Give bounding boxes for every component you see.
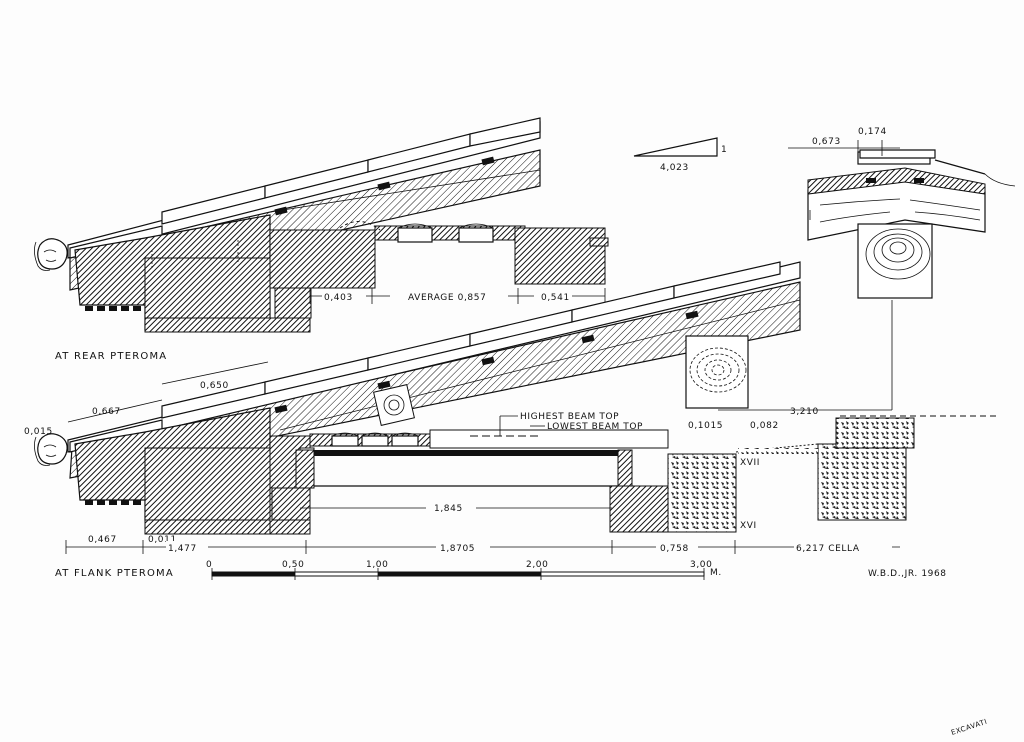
dim-0174: 0,174 — [858, 127, 887, 137]
beam-top-labels: HIGHEST BEAM TOP LOWEST BEAM TOP — [499, 412, 643, 436]
rear-pteroma-caption: AT REAR PTEROMA — [55, 351, 167, 362]
rear-dimensions: 0,403 AVERAGE 0,857 0,541 — [309, 288, 606, 304]
dim-1477: 1,477 — [168, 544, 197, 554]
slope-rise: 1 — [721, 145, 727, 155]
dim-0467: 0,467 — [88, 535, 117, 545]
flank-pteroma-section — [34, 261, 1000, 535]
excavation-stamp: EXCAVATI — [950, 718, 988, 737]
dim-0015: 0,015 — [24, 427, 53, 437]
dim-1845: 1,845 — [434, 504, 463, 514]
flank-lower-dimensions: 1,845 0,467 0,011 1,477 1,8705 0,758 6,2… — [65, 501, 900, 554]
dim-18705: 1,8705 — [440, 544, 475, 554]
dim-0011: 0,011 — [148, 535, 177, 545]
lowest-beam-top-label: LOWEST BEAM TOP — [547, 422, 643, 432]
dim-0403: 0,403 — [324, 293, 353, 303]
dim-cella: 6,217 CELLA — [796, 544, 860, 554]
scale-tick-100: 1,00 — [366, 560, 388, 570]
lion-head-flank — [34, 433, 68, 466]
lion-head-rear — [34, 238, 68, 271]
scale-tick-200: 2,00 — [526, 560, 548, 570]
scale-unit: M. — [710, 568, 722, 578]
slope-run: 4,023 — [660, 163, 689, 173]
scale-tick-300: 3,00 — [690, 560, 712, 570]
roman-xvi: XVI — [740, 521, 757, 531]
dim-0758: 0,758 — [660, 544, 689, 554]
dim-01015: 0,1015 — [688, 421, 723, 431]
scale-bar: 0 0,50 1,00 2,00 3,00 M. — [206, 560, 722, 580]
flank-upper-dimensions: 0,015 0,667 0,650 — [24, 361, 269, 437]
slope-triangle: 1 4,023 — [633, 137, 727, 173]
scale-tick-0: 0 — [206, 560, 212, 570]
dim-0673: 0,673 — [812, 137, 841, 147]
dim-0541: 0,541 — [541, 293, 570, 303]
highest-beam-top-label: HIGHEST BEAM TOP — [520, 412, 619, 422]
dim-0667: 0,667 — [92, 407, 121, 417]
dim-3210: 3,210 — [790, 407, 819, 417]
dim-0082: 0,082 — [750, 421, 779, 431]
flank-pteroma-caption: AT FLANK PTEROMA — [55, 568, 174, 579]
scale-tick-050: 0,50 — [282, 560, 304, 570]
dim-0650: 0,650 — [200, 381, 229, 391]
right-dimensions: 3,210 0,1015 0,082 XVII XVI — [688, 407, 892, 531]
rear-pteroma-section — [34, 117, 609, 333]
roman-xvii: XVII — [740, 458, 760, 468]
signature: W.B.D.,JR. 1968 — [868, 569, 947, 579]
dim-average: AVERAGE 0,857 — [408, 293, 486, 303]
cella-detail: 0,673 0,174 — [788, 127, 1016, 299]
